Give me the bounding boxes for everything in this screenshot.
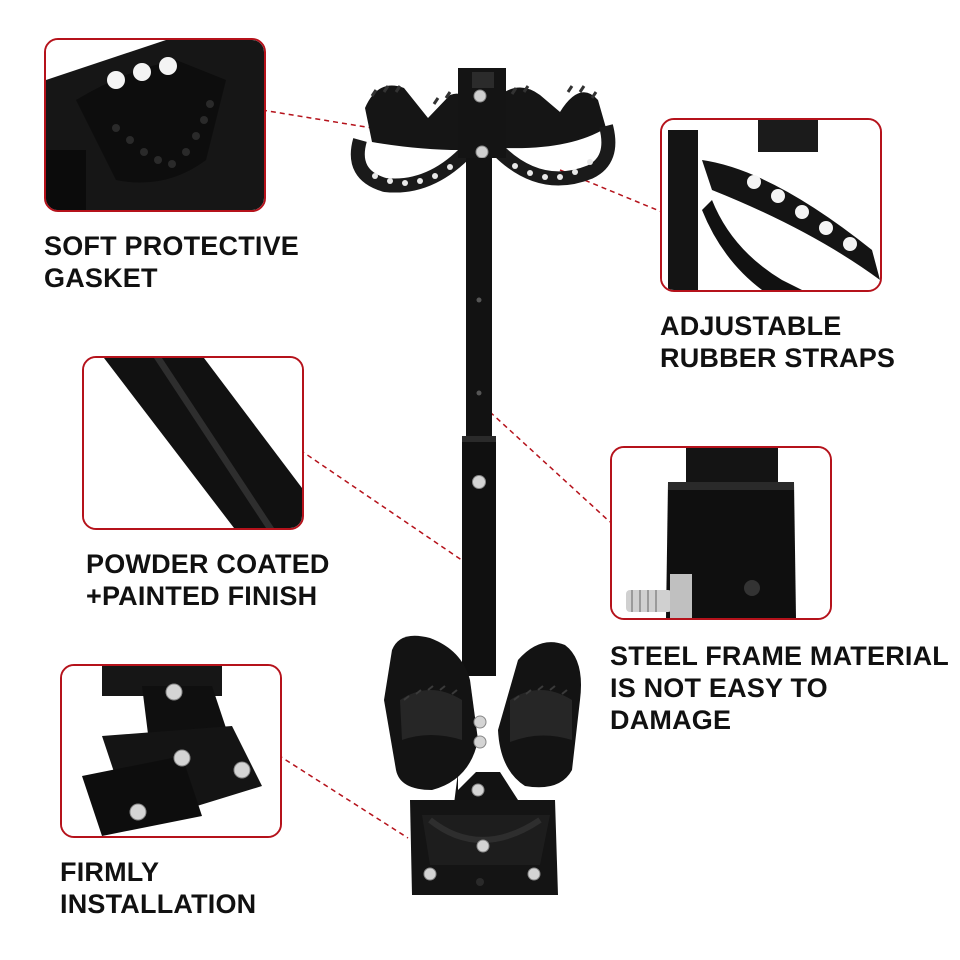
caption-finish-line-1: POWDER COATED (86, 549, 330, 579)
caption-steel: STEEL FRAME MATERIAL IS NOT EASY TO DAMA… (610, 640, 949, 736)
lower-cradle (384, 635, 581, 790)
detail-box-gasket (44, 38, 266, 212)
caption-straps: ADJUSTABLE RUBBER STRAPS (660, 310, 895, 374)
caption-steel-line-2: IS NOT EASY TO (610, 673, 828, 703)
caption-steel-line-3: DAMAGE (610, 705, 732, 735)
caption-steel-line-1: STEEL FRAME MATERIAL (610, 641, 949, 671)
caption-installation-line-1: FIRMLY (60, 857, 160, 887)
caption-installation: FIRMLY INSTALLATION (60, 856, 256, 920)
caption-finish-line-2: +PAINTED FINISH (86, 581, 318, 611)
gasket-closeup-photo (46, 40, 264, 210)
detail-box-finish (82, 356, 304, 530)
rubber-strap-closeup-photo (662, 120, 880, 290)
top-cradle-right (493, 85, 616, 186)
caption-finish: POWDER COATED +PAINTED FINISH (86, 548, 330, 612)
caption-installation-line-2: INSTALLATION (60, 889, 257, 919)
caption-straps-line-1: ADJUSTABLE (660, 311, 842, 341)
tube-finish-closeup-photo (84, 358, 302, 528)
caption-gasket-line-2: GASKET (44, 263, 158, 293)
mount-bracket-closeup-photo (62, 666, 280, 836)
detail-box-straps (660, 118, 882, 292)
top-cradle-left (350, 85, 474, 193)
steel-joint-closeup-photo (612, 448, 830, 618)
mount-base (410, 772, 558, 895)
bike-rack-arm-photo (350, 68, 616, 895)
detail-box-installation (60, 664, 282, 838)
caption-straps-line-2: RUBBER STRAPS (660, 343, 896, 373)
caption-gasket-line-1: SOFT PROTECTIVE (44, 231, 300, 261)
lower-tube (462, 436, 496, 676)
detail-box-steel (610, 446, 832, 620)
caption-gasket: SOFT PROTECTIVE GASKET (44, 230, 299, 294)
